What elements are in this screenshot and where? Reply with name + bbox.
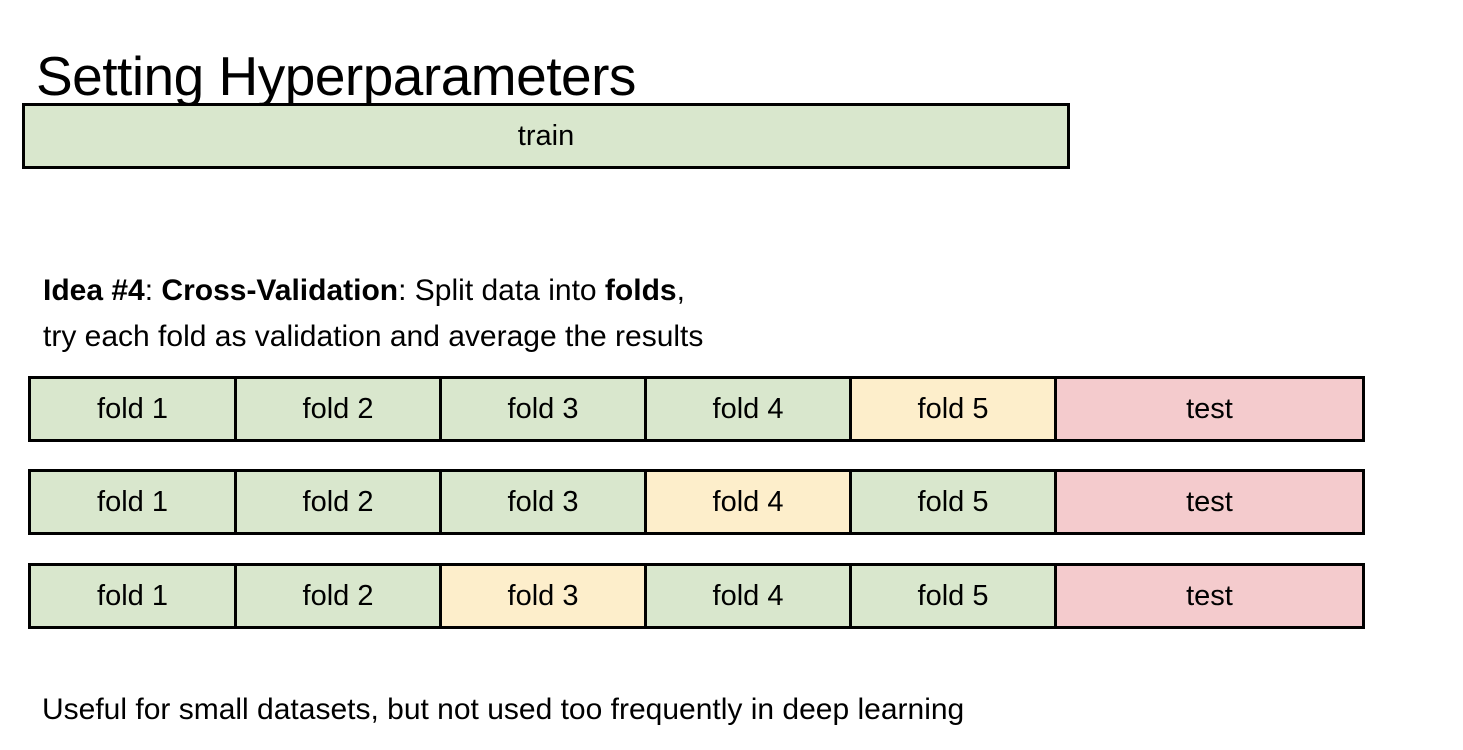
fold-row: fold 1 fold 2 fold 3 fold 4 fold 5 test (28, 469, 1380, 535)
fold-cell-train: fold 1 (28, 376, 237, 442)
idea-line1-end: , (676, 274, 685, 307)
fold-cell-test: test (1054, 469, 1365, 535)
fold-cell-train: fold 3 (439, 376, 647, 442)
fold-cell-validation: fold 4 (644, 469, 852, 535)
fold-cell-test: test (1054, 376, 1365, 442)
fold-cell-label: test (1186, 579, 1233, 612)
fold-cell-label: fold 5 (917, 579, 989, 612)
fold-row: fold 1 fold 2 fold 3 fold 4 fold 5 test (28, 563, 1380, 629)
fold-cell-train: fold 4 (644, 376, 852, 442)
fold-cell-label: test (1186, 485, 1233, 518)
fold-cell-train: fold 4 (644, 563, 852, 629)
footer-note: Useful for small datasets, but not used … (42, 693, 965, 726)
fold-cell-label: fold 1 (97, 392, 168, 425)
fold-cell-label: fold 1 (97, 485, 168, 518)
train-bar: train (22, 103, 1070, 169)
fold-cell-label: test (1186, 392, 1233, 425)
fold-cell-train: fold 1 (28, 469, 237, 535)
fold-cell-label: fold 2 (302, 392, 374, 425)
fold-cell-label: fold 3 (507, 392, 579, 425)
fold-cell-label: fold 3 (507, 579, 579, 612)
fold-cell-train: fold 2 (234, 376, 442, 442)
fold-cell-label: fold 5 (917, 485, 989, 518)
fold-cell-label: fold 5 (917, 392, 989, 425)
idea-name: Cross-Validation (161, 274, 399, 307)
idea-line2: try each fold as validation and average … (43, 320, 704, 353)
fold-cell-label: fold 2 (302, 579, 374, 612)
fold-cell-validation: fold 5 (849, 376, 1057, 442)
fold-cell-train: fold 2 (234, 469, 442, 535)
fold-cell-validation: fold 3 (439, 563, 647, 629)
idea-line1-middle: Split data into (414, 274, 605, 307)
fold-cell-train: fold 3 (439, 469, 647, 535)
fold-cell-label: fold 4 (712, 392, 784, 425)
fold-cell-train: fold 5 (849, 469, 1057, 535)
idea-emphasis-folds: folds (604, 274, 677, 307)
fold-cell-label: fold 3 (507, 485, 579, 518)
fold-row: fold 1 fold 2 fold 3 fold 4 fold 5 test (28, 376, 1380, 442)
page-title: Setting Hyperparameters (36, 44, 636, 107)
idea-separator-1: : (144, 274, 162, 307)
fold-cell-label: fold 4 (712, 485, 784, 518)
train-bar-label: train (517, 119, 575, 152)
fold-cell-train: fold 5 (849, 563, 1057, 629)
fold-cell-train: fold 1 (28, 563, 237, 629)
fold-cell-label: fold 2 (302, 485, 374, 518)
idea-separator-2: : (398, 274, 415, 307)
fold-cell-label: fold 4 (712, 579, 784, 612)
idea-number: Idea #4 (43, 274, 145, 307)
fold-cell-label: fold 1 (97, 579, 168, 612)
fold-cell-test: test (1054, 563, 1365, 629)
fold-cell-train: fold 2 (234, 563, 442, 629)
idea-description: Idea #4: Cross-Validation: Split data in… (43, 268, 703, 360)
